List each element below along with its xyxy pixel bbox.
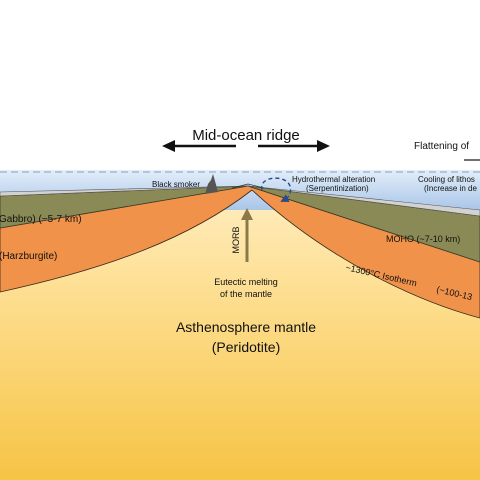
spreading-arrow-right (258, 140, 330, 152)
gabbro-label: Gabbro) (~5-7 km) (0, 214, 82, 225)
cooling-label: Cooling of lithos (418, 175, 475, 184)
morb-arrow (241, 208, 253, 262)
upper-crust (0, 185, 480, 217)
eutectic-sublabel: of the mantle (220, 289, 272, 299)
black-smoker-chimney (205, 174, 218, 194)
cooling-sublabel: (Increase in de (424, 184, 477, 193)
eutectic-label: Eutectic melting (214, 277, 278, 287)
morb-label: MORB (231, 227, 241, 254)
flattening-label: Flattening of (414, 141, 469, 152)
peridotite-label: (Peridotite) (212, 339, 280, 355)
harzburgite-label: (Harzburgite) (0, 251, 57, 262)
serpentinization-label: (Serpentinization) (306, 184, 369, 193)
ridge-apex (231, 183, 265, 189)
asthenosphere-label: Asthenosphere mantle (176, 319, 316, 335)
lithospheric-mantle (0, 185, 480, 319)
hydrothermal-label: Hydrothermal alteration (292, 175, 375, 184)
spreading-arrow-left (162, 140, 236, 152)
hydrothermal-cycle-arrow (261, 177, 292, 202)
moho-label: MOHO (~7-10 km) (386, 234, 460, 244)
diagram-title: Mid-ocean ridge (192, 127, 300, 144)
black-smoker-label: Black smoker (152, 180, 200, 189)
